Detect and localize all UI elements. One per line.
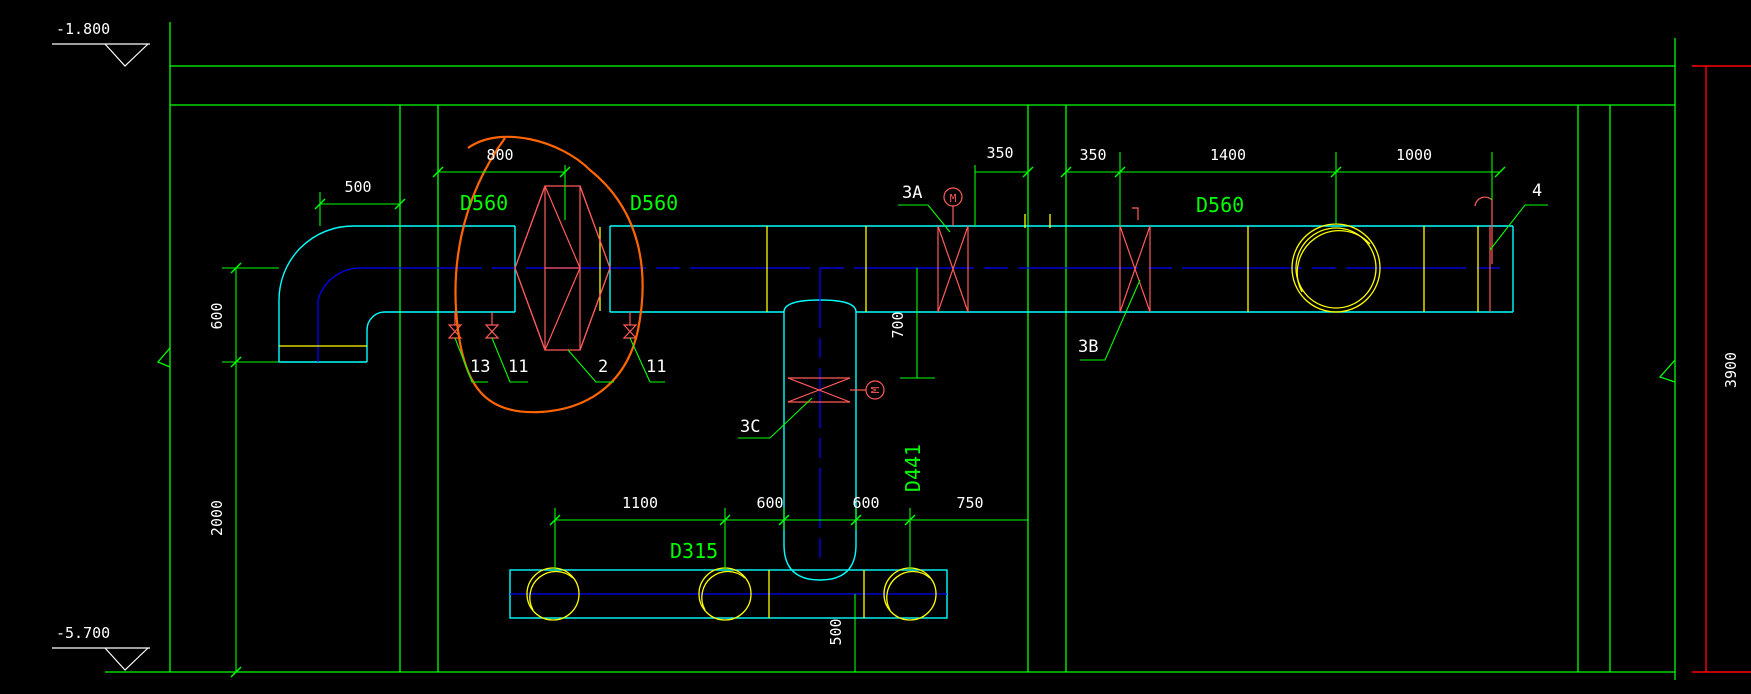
dim-2000-vertical: 2000 bbox=[208, 500, 226, 536]
motor-symbol-2: M bbox=[869, 386, 882, 393]
duct-labels: D560 D560 D560 D315 D441 bbox=[460, 191, 1244, 563]
dim-500-vertical: 500 bbox=[827, 618, 845, 645]
centerlines bbox=[317, 267, 1500, 595]
dim-700-vertical: 700 bbox=[889, 311, 907, 338]
level-top: -1.800 bbox=[56, 20, 110, 38]
tag-11-left: 11 bbox=[508, 357, 528, 377]
dim-350-left: 350 bbox=[986, 144, 1013, 162]
tag-4: 4 bbox=[1532, 181, 1542, 201]
tag-13: 13 bbox=[470, 357, 490, 377]
duct-label-main-2: D560 bbox=[630, 191, 678, 215]
section-line bbox=[1692, 65, 1751, 673]
branch-duct bbox=[509, 299, 948, 619]
main-duct bbox=[278, 225, 1514, 363]
duct-label-lower: D315 bbox=[670, 539, 718, 563]
motor-symbol-1: M bbox=[950, 192, 957, 205]
duct-joints bbox=[279, 214, 1479, 621]
dim-500-top: 500 bbox=[344, 178, 371, 196]
dim-1000: 1000 bbox=[1396, 146, 1432, 164]
dimension-lines bbox=[222, 152, 1500, 672]
dimension-texts: 500 800 350 350 1400 1000 1100 600 600 7… bbox=[208, 144, 1740, 646]
dim-3900-vertical: 3900 bbox=[1722, 352, 1740, 388]
dim-1400: 1400 bbox=[1210, 146, 1246, 164]
tag-3b: 3B bbox=[1078, 337, 1098, 357]
dampers bbox=[787, 187, 1493, 403]
tag-2: 2 bbox=[598, 357, 608, 377]
tag-3c: 3C bbox=[740, 417, 760, 437]
tag-3a: 3A bbox=[902, 183, 922, 203]
dim-1100: 1100 bbox=[622, 494, 658, 512]
dim-800: 800 bbox=[486, 146, 513, 164]
dim-750: 750 bbox=[956, 494, 983, 512]
building-structure bbox=[105, 22, 1676, 680]
dim-600-left: 600 bbox=[756, 494, 783, 512]
highlight-circle bbox=[454, 135, 644, 414]
level-bottom: -5.700 bbox=[56, 624, 110, 642]
level-marks bbox=[52, 43, 150, 671]
dimension-ticks bbox=[230, 166, 1506, 678]
duct-label-branch: D441 bbox=[901, 444, 925, 492]
dim-350-right: 350 bbox=[1079, 146, 1106, 164]
tag-labels: 3A 3B 3C 4 13 11 2 11 bbox=[470, 181, 1542, 437]
leader-lines bbox=[454, 204, 1548, 439]
dim-600-right: 600 bbox=[852, 494, 879, 512]
tag-11-right: 11 bbox=[646, 357, 666, 377]
duct-label-main-1: D560 bbox=[460, 191, 508, 215]
dim-600-vertical: 600 bbox=[208, 302, 226, 329]
drain-valves bbox=[447, 312, 638, 339]
duct-label-main-3: D560 bbox=[1196, 193, 1244, 217]
duct-heater bbox=[514, 185, 611, 351]
